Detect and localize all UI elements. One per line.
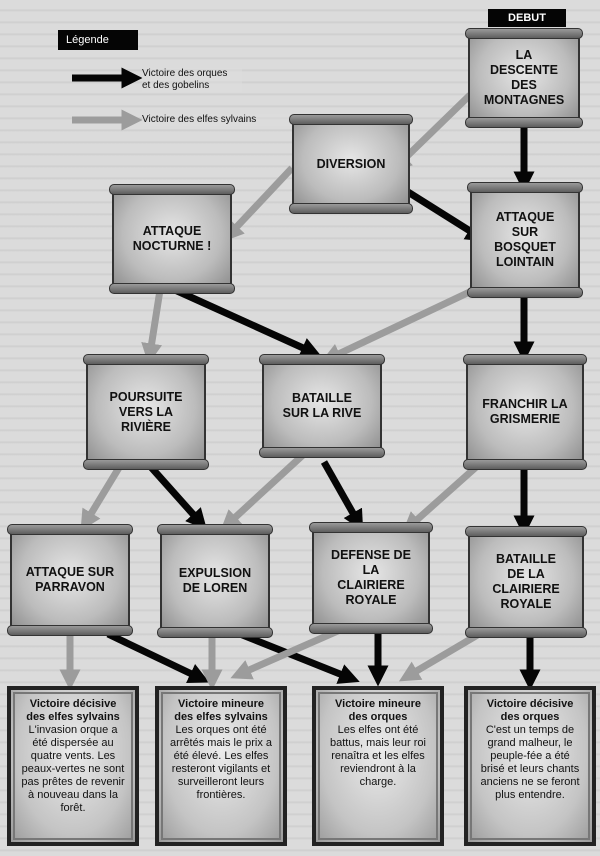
arrow-rive-to-expulsion — [220, 451, 307, 532]
arrow-franchir-to-defense — [402, 457, 487, 533]
node-attaque-bosquet-label: ATTAQUE SUR BOSQUET LOINTAIN — [494, 210, 556, 269]
node-diversion: DIVERSION — [289, 114, 413, 214]
outcome-minor-elves: Victoire mineure des elfes sylvains Les … — [155, 686, 287, 846]
node-attaque-nocturne: ATTAQUE NOCTURNE ! — [109, 184, 235, 294]
outcome-text: Les elfes ont été battus, mais leur roi … — [330, 724, 426, 788]
outcome-text: L'invasion orque a été dispersée au quat… — [21, 724, 125, 814]
arrow-poursuite-to-expulsion — [147, 463, 207, 530]
node-attaque-nocturne-label: ATTAQUE NOCTURNE ! — [132, 224, 212, 253]
outcome-title: Victoire décisive des elfes sylvains — [26, 698, 120, 723]
outcome-text: C'est un temps de grand malheur, le peup… — [480, 724, 580, 801]
arrow-diversion-to-bosquet — [406, 189, 487, 242]
arrow-poursuite-to-parravon — [80, 464, 123, 531]
node-defense-clairiere-label: DEFENSE DE LA CLAIRIERE ROYALE — [331, 548, 411, 607]
arrow-nocturne-to-rive — [173, 286, 322, 358]
legend-gray-arrow-label: Victoire des elfes sylvains — [142, 114, 292, 126]
node-bataille-rive-label: BATAILLE SUR LA RIVE — [282, 391, 362, 420]
node-poursuite: POURSUITE VERS LA RIVIÈRE — [83, 354, 209, 470]
arrow-descente-to-diversion — [390, 92, 473, 173]
node-attaque-parravon: ATTAQUE SUR PARRAVON — [7, 524, 133, 636]
outcome-title: Victoire mineure des orques — [335, 698, 421, 723]
outcome-title: Victoire mineure des elfes sylvains — [174, 698, 268, 723]
node-defense-clairiere: DEFENSE DE LA CLAIRIERE ROYALE — [309, 522, 433, 634]
node-bataille-rive: BATAILLE SUR LA RIVE — [259, 354, 385, 458]
legend-title: Légende — [58, 30, 138, 50]
arrow-rive-to-defense — [320, 460, 364, 532]
arrow-parravon-to-outcome2 — [106, 630, 210, 683]
node-descente: LA DESCENTE DES MONTAGNES — [465, 28, 583, 128]
node-bataille-clairiere: BATAILLE DE LA CLAIRIERE ROYALE — [465, 526, 587, 638]
node-descente-label: LA DESCENTE DES MONTAGNES — [483, 48, 565, 107]
node-franchir: FRANCHIR LA GRISMERIE — [463, 354, 587, 470]
arrow-expulsion-to-outcome3 — [238, 630, 360, 684]
start-label: DEBUT — [488, 9, 566, 27]
node-franchir-label: FRANCHIR LA GRISMERIE — [482, 397, 568, 426]
node-attaque-parravon-label: ATTAQUE SUR PARRAVON — [25, 565, 115, 594]
outcome-text: Les orques ont été arrêtés mais le prix … — [169, 724, 273, 801]
legend-black-arrow-label: Victoire des orques et des gobelins — [142, 68, 242, 92]
outcome-decisive-orcs: Victoire décisive des orques C'est un te… — [464, 686, 596, 846]
node-expulsion-label: EXPULSION DE LOREN — [178, 566, 252, 595]
arrow-nocturne-to-poursuite — [141, 289, 164, 365]
node-attaque-bosquet: ATTAQUE SUR BOSQUET LOINTAIN — [467, 182, 583, 298]
outcome-decisive-elves: Victoire décisive des elfes sylvains L'i… — [7, 686, 139, 846]
arrow-bosquet-to-rive — [320, 284, 480, 364]
node-diversion-label: DIVERSION — [316, 156, 386, 171]
outcome-title: Victoire décisive des orques — [486, 698, 574, 723]
node-expulsion: EXPULSION DE LOREN — [157, 524, 273, 638]
node-poursuite-label: POURSUITE VERS LA RIVIÈRE — [109, 389, 183, 434]
node-bataille-clairiere-label: BATAILLE DE LA CLAIRIERE ROYALE — [492, 552, 560, 611]
arrow-defense-to-outcome2 — [230, 626, 342, 680]
arrow-diversion-to-nocturne — [222, 165, 295, 242]
outcome-minor-orcs: Victoire mineure des orques Les elfes on… — [312, 686, 444, 846]
